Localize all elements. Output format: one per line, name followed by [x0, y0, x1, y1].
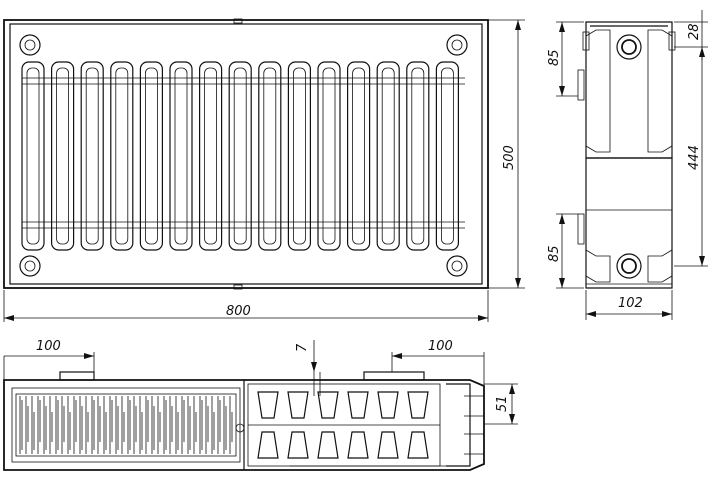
- section-fin: [347, 391, 369, 459]
- front-fin: [139, 61, 163, 251]
- collectors: [22, 77, 465, 229]
- convector-fin: [157, 396, 161, 454]
- bottom-left-fins: [19, 396, 233, 454]
- convector-fin: [187, 396, 191, 454]
- convector-fin: [199, 396, 203, 454]
- convector-fin: [115, 396, 119, 454]
- convector-fin: [49, 396, 53, 454]
- convector-fin: [163, 396, 167, 454]
- convector-fin: [193, 396, 197, 454]
- bottom-right-fins: [257, 391, 429, 459]
- front-fin: [199, 61, 223, 251]
- dimension-depth-label: 102: [618, 296, 643, 311]
- upper-connection-port: [616, 34, 642, 60]
- corner-plugs: [19, 34, 468, 277]
- convector-fin: [91, 396, 95, 454]
- front-fin: [258, 61, 282, 251]
- convector-fin: [229, 396, 233, 454]
- convector-fin: [175, 396, 179, 454]
- convector-fin: [31, 396, 35, 454]
- convector-fin: [205, 396, 209, 454]
- front-fin: [80, 61, 104, 251]
- section-fin: [377, 391, 399, 459]
- convector-fin: [133, 396, 137, 454]
- front-fin: [287, 61, 311, 251]
- dimension-upper-connection-label: 85: [547, 49, 562, 66]
- dimension-gap-label: 7: [295, 343, 310, 352]
- bottom-view: [3, 371, 485, 471]
- dimension-right-connection-label: 100: [428, 339, 453, 354]
- dimension-section-height-label: 51: [495, 395, 510, 412]
- convector-fin: [67, 396, 71, 454]
- convector-fin: [169, 396, 173, 454]
- dimension-top-offset-label: 28: [687, 23, 702, 40]
- bottom-dimensions: 100 100 7 51: [3, 339, 518, 425]
- front-inner-frame: [9, 23, 483, 285]
- front-fin: [169, 61, 193, 251]
- convector-fin: [25, 396, 29, 454]
- convector-fin: [61, 396, 65, 454]
- convector-fin: [181, 396, 185, 454]
- convector-fin: [109, 396, 113, 454]
- convector-fin: [73, 396, 77, 454]
- convector-fin: [223, 396, 227, 454]
- convector-fin: [151, 396, 155, 454]
- front-fin: [50, 61, 75, 251]
- convector-fin: [97, 396, 101, 454]
- front-fin: [228, 61, 252, 251]
- front-fin: [435, 61, 459, 251]
- convector-fin: [145, 396, 149, 454]
- side-view: [577, 21, 676, 289]
- section-fin: [257, 391, 279, 459]
- top-bracket: [233, 18, 243, 24]
- front-dimensions: 500 800: [3, 19, 525, 322]
- convector-fin: [211, 396, 215, 454]
- section-fin: [287, 391, 309, 459]
- convector-fin: [103, 396, 107, 454]
- convector-fin: [139, 396, 143, 454]
- front-fin: [110, 61, 134, 251]
- bottom-bracket: [233, 284, 243, 290]
- front-fins: [21, 61, 459, 251]
- convector-fin: [37, 396, 41, 454]
- section-fin: [317, 391, 339, 459]
- convector-fin: [85, 396, 89, 454]
- front-outer-frame: [3, 19, 489, 289]
- convector-fin: [43, 396, 47, 454]
- side-dimensions: 28 444 85 85 102: [547, 10, 708, 320]
- front-fin: [347, 61, 371, 251]
- convector-fin: [79, 396, 83, 454]
- front-fin: [317, 61, 341, 251]
- front-view: [3, 18, 489, 290]
- front-fin: [21, 61, 45, 251]
- dimension-left-connection-label: 100: [36, 339, 61, 354]
- convector-fin: [217, 396, 221, 454]
- lower-connection-port: [616, 253, 642, 279]
- section-fin: [407, 391, 429, 459]
- convector-fin: [19, 396, 23, 454]
- dimension-width-label: 800: [226, 304, 251, 319]
- dimension-height-label: 500: [502, 145, 517, 170]
- convector-fin: [127, 396, 131, 454]
- convector-fin: [121, 396, 125, 454]
- front-fin: [406, 61, 430, 251]
- front-fin: [376, 61, 400, 251]
- convector-fin: [55, 396, 59, 454]
- dimension-connection-spacing-label: 444: [687, 145, 702, 170]
- dimension-lower-connection-label: 85: [547, 245, 562, 262]
